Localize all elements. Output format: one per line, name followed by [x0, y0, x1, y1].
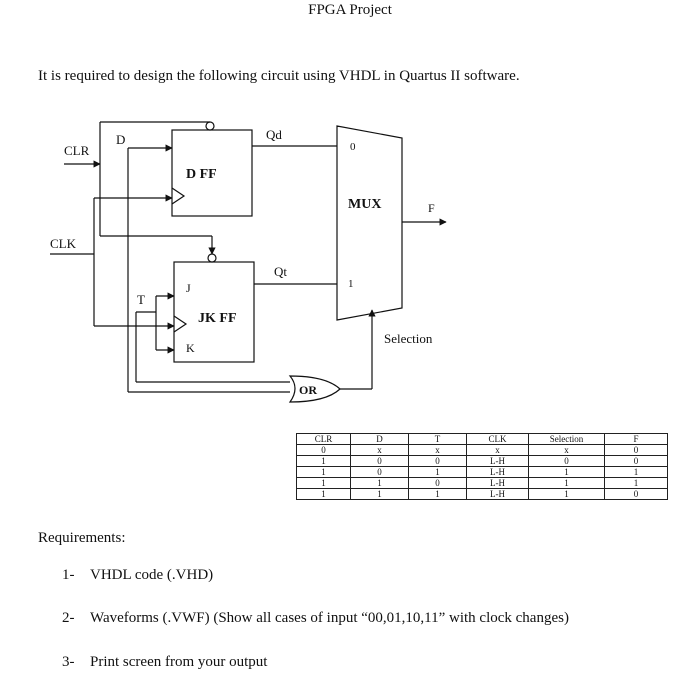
label-clr: CLR	[64, 143, 90, 158]
table-row: 1 0 0 L-H 0 0	[296, 455, 668, 467]
table-cell: L-H	[466, 488, 529, 500]
label-t: T	[137, 292, 145, 307]
label-jkff: JK FF	[198, 311, 237, 326]
requirement-item: 2- Waveforms (.VWF) (Show all cases of in…	[62, 610, 569, 627]
table-cell: x	[408, 444, 467, 456]
requirement-number: 3-	[62, 654, 75, 670]
label-dff: D FF	[186, 167, 217, 182]
circuit-diagram: CLR D Qd D FF CLK T J K JK FF Qt MUX 0 1…	[50, 121, 447, 403]
table-cell: 0	[604, 488, 668, 500]
dff-clr-bubble	[205, 121, 215, 131]
table-row: 1 1 1 L-H 1 0	[296, 488, 668, 500]
table-cell: 1	[528, 466, 605, 478]
table-row: 0 x x x x 0	[296, 444, 668, 456]
table-cell: L-H	[466, 466, 529, 478]
requirement-text: Print screen from your output	[90, 654, 268, 670]
table-cell: 0	[350, 455, 409, 467]
jkff-clr-bubble	[207, 253, 217, 263]
label-mux-in0: 0	[350, 141, 356, 153]
col-f: F	[604, 433, 668, 445]
table-cell: 0	[528, 455, 605, 467]
page-title: FPGA Project	[308, 2, 392, 18]
label-f: F	[428, 201, 435, 215]
table-cell: L-H	[466, 477, 529, 489]
label-mux-in1: 1	[348, 278, 354, 290]
table-row: 1 0 1 L-H 1 1	[296, 466, 668, 478]
table-cell: 1	[528, 488, 605, 500]
truth-table: CLR D T CLK Selection F 0 x x x x 0 1 0 …	[296, 433, 668, 500]
col-selection: Selection	[528, 433, 605, 445]
requirement-number: 1-	[62, 567, 75, 583]
label-clk: CLK	[50, 236, 77, 251]
label-j: J	[186, 281, 191, 295]
or-gate	[288, 375, 341, 403]
label-selection: Selection	[384, 331, 433, 346]
table-header-row: CLR D T CLK Selection F	[296, 433, 668, 445]
table-cell: 0	[350, 466, 409, 478]
table-cell: 1	[350, 488, 409, 500]
col-t: T	[408, 433, 467, 445]
table-cell: 0	[296, 444, 351, 456]
table-cell: L-H	[466, 455, 529, 467]
requirement-item: 3- Print screen from your output	[62, 654, 267, 671]
table-cell: 1	[296, 466, 351, 478]
dff-clock-triangle	[171, 187, 186, 205]
table-cell: x	[466, 444, 529, 456]
requirement-item: 1- VHDL code (.VHD)	[62, 567, 213, 584]
table-cell: 0	[604, 455, 668, 467]
requirements-heading: Requirements:	[38, 530, 126, 546]
table-cell: 1	[528, 477, 605, 489]
label-qd: Qd	[266, 127, 282, 142]
intro-text: It is required to design the following c…	[38, 68, 520, 84]
jkff-clock-triangle	[173, 315, 188, 333]
mux-block	[336, 125, 403, 321]
table-cell: x	[528, 444, 605, 456]
table-cell: 0	[408, 455, 467, 467]
col-clr: CLR	[296, 433, 351, 445]
table-cell: 1	[296, 477, 351, 489]
table-cell: 1	[604, 477, 668, 489]
table-row: 1 1 0 L-H 1 1	[296, 477, 668, 489]
col-clk: CLK	[466, 433, 529, 445]
label-qt: Qt	[274, 264, 287, 279]
label-k: K	[186, 341, 195, 355]
table-cell: 1	[350, 477, 409, 489]
requirement-number: 2-	[62, 610, 75, 626]
col-d: D	[350, 433, 409, 445]
table-cell: 1	[408, 466, 467, 478]
table-cell: 1	[604, 466, 668, 478]
requirement-text: Waveforms (.VWF) (Show all cases of inpu…	[90, 610, 569, 626]
label-mux: MUX	[348, 197, 381, 212]
table-cell: 0	[408, 477, 467, 489]
requirement-text: VHDL code (.VHD)	[90, 567, 214, 583]
label-d: D	[116, 132, 125, 147]
table-cell: 1	[408, 488, 467, 500]
table-cell: x	[350, 444, 409, 456]
label-or: OR	[299, 383, 317, 397]
table-cell: 1	[296, 455, 351, 467]
table-cell: 0	[604, 444, 668, 456]
table-cell: 1	[296, 488, 351, 500]
